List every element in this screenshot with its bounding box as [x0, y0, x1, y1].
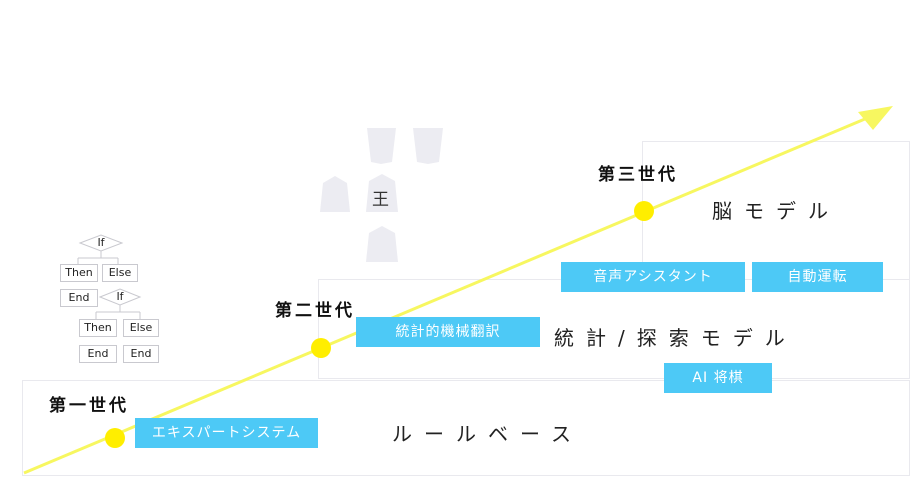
generation-label-first: 第一世代 — [49, 396, 129, 416]
generation-label-third: 第三世代 — [598, 165, 678, 185]
flowchart-then-1: Then — [60, 264, 98, 282]
flowchart-else-2: Else — [123, 319, 159, 337]
flowchart-end-2: End — [79, 345, 117, 363]
milestone-dot-first — [105, 428, 125, 448]
shogi-piece-left — [320, 176, 350, 212]
flowchart-diamond-nested — [98, 288, 142, 306]
milestone-dot-third — [634, 201, 654, 221]
model-label-statistical: 統計/探索モデル — [554, 326, 797, 350]
shogi-piece-king — [366, 174, 398, 212]
flowchart-if-nested: If — [116, 290, 124, 303]
shogi-piece-bottom — [366, 226, 398, 262]
tag-machine-translation: 統計的機械翻訳 — [356, 317, 540, 347]
flowchart-end-3: End — [123, 345, 159, 363]
tag-expert-system: エキスパートシステム — [135, 418, 318, 448]
milestone-dot-second — [311, 338, 331, 358]
model-label-rule-based: ルールベース — [392, 422, 583, 446]
tag-autonomous-driving: 自動運転 — [752, 262, 883, 292]
shogi-piece-top-left — [367, 128, 396, 164]
flowchart-diamond-top — [78, 234, 124, 252]
model-label-brain: 脳モデル — [712, 199, 840, 223]
shogi-king-character: 王 — [372, 190, 389, 210]
flowchart-else-1: Else — [102, 264, 138, 282]
flowchart-if-top: If — [97, 236, 105, 249]
shogi-piece-top-right — [413, 128, 443, 164]
flowchart-end-1: End — [60, 289, 98, 307]
flowchart-then-2: Then — [79, 319, 117, 337]
generation-label-second: 第二世代 — [275, 301, 355, 321]
tag-ai-shogi: AI 将棋 — [664, 363, 772, 393]
tag-voice-assistant: 音声アシスタント — [561, 262, 745, 292]
